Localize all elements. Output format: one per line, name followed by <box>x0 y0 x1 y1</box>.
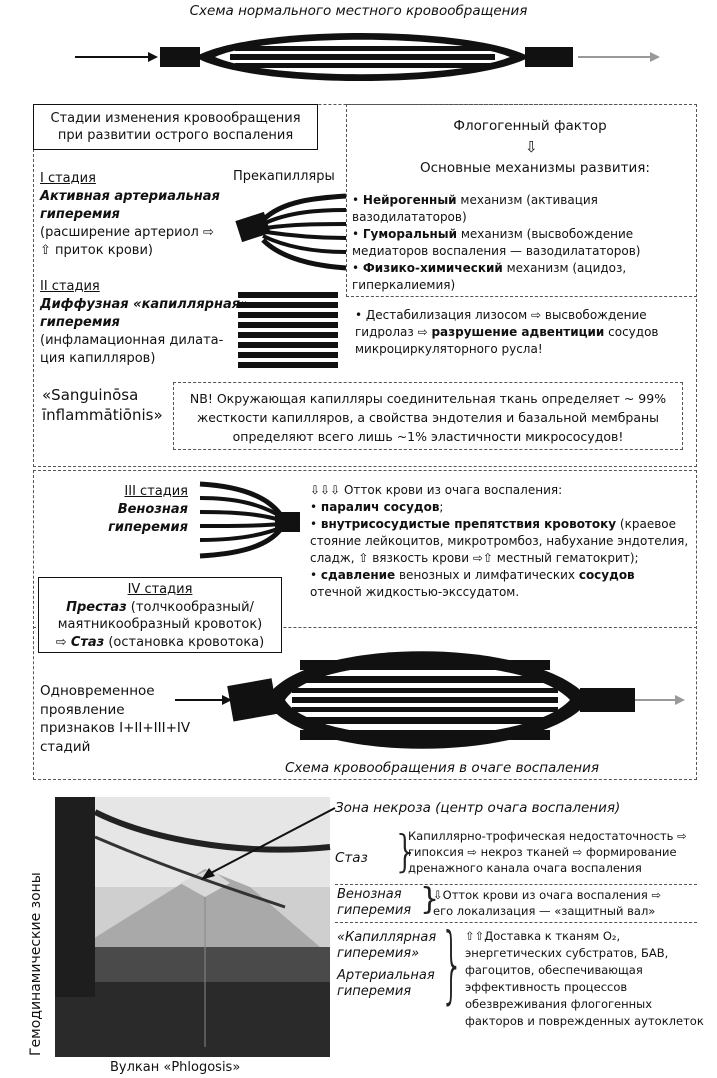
stages-title-line: при развитии острого воспаления <box>57 128 294 143</box>
volcano-photo <box>55 797 331 1057</box>
stage3-label: III стадия <box>124 484 188 499</box>
mechanism-item: Гуморальный механизм (высвобождение меди… <box>352 226 692 260</box>
capillary-bars-diagram <box>238 292 338 368</box>
stage3-block: III стадия Венозная гиперемия <box>100 483 188 537</box>
divider <box>33 627 697 628</box>
divider <box>335 922 697 923</box>
arterial-zone-label: Артериальная гиперемия <box>337 968 435 999</box>
precapillary-diagram <box>235 193 347 271</box>
brace-icon: } <box>420 882 440 917</box>
normal-circulation-title: Схема нормального местного кровообращени… <box>189 3 528 19</box>
latin-phrase: «Sanguinōsa īnflammātiōnis» <box>42 386 163 424</box>
venous-zone-label: Венозная гиперемия <box>337 887 412 918</box>
stage2-name: Диффузная «капиллярная» <box>40 297 249 312</box>
arterial-description: ⇧⇧Доставка к тканям O₂, энергетических с… <box>465 929 704 1028</box>
stage2-name: гиперемия <box>40 315 120 330</box>
venous-description: ⇩Отток крови из очага воспаления ⇨ его л… <box>433 888 662 918</box>
stage1-name: гиперемия <box>40 207 120 222</box>
phlogogenic-factor: Флогогенный фактор <box>453 118 607 134</box>
stage2-desc: (инфламационная дилата- <box>40 333 224 348</box>
necrosis-zone-label: Зона некроза (центр очага воспаления) <box>335 800 621 816</box>
inflamed-caption: Схема кровообращения в очаге воспаления <box>285 760 599 776</box>
outflow-item: внутрисосудистые препятствия кровотоку (… <box>310 516 690 567</box>
mechanisms-title: Основные механизмы развития: <box>420 160 650 176</box>
normal-vessel-diagram <box>75 33 660 81</box>
mechanism-item: Физико-химический механизм (ацидоз, гипе… <box>352 260 692 294</box>
stage4-line: Престаз (толчкообразный/ <box>66 599 254 615</box>
volcano-caption: Вулкан «Phlogosis» <box>110 1060 241 1075</box>
outflow-block: ⇩⇩⇩ Отток крови из очага воспаления: пар… <box>310 482 690 601</box>
stage4-line: маятникообразный кровоток) <box>57 617 263 632</box>
brace-icon: } <box>440 915 465 1013</box>
stage1-desc: (расширение артериол ⇨ <box>40 225 214 240</box>
stage1-desc: ⇧ приток крови) <box>40 243 153 258</box>
stage1-block: I стадия Активная артериальная гиперемия… <box>40 170 220 260</box>
venule-diagram <box>199 481 300 559</box>
stage1-name: Активная артериальная <box>40 189 220 204</box>
nb-line: жесткости капилляров, а свойства эндотел… <box>196 410 660 425</box>
stage3-name: Венозная <box>117 502 188 517</box>
divider <box>346 296 697 297</box>
nb-box: NB! Окружающая капилляры соединительная … <box>173 382 683 450</box>
pointer-arrow <box>201 807 336 880</box>
stage1-label: I стадия <box>40 171 96 186</box>
mechanism-item: Нейрогенный механизм (активация вазодила… <box>352 192 692 226</box>
precapillaries-label: Прекапилляры <box>233 169 335 184</box>
middle-dashed-frame <box>33 470 697 780</box>
stage2-block: II стадия Диффузная «капиллярная» гипере… <box>40 278 249 368</box>
stage3-name: гиперемия <box>108 520 188 535</box>
right-upper-dashed-box <box>346 104 697 297</box>
nb-line: определяют всего лишь ~1% эластичности м… <box>232 429 624 444</box>
stage4-box: IV стадия Престаз (толчкообразный/ маятн… <box>38 577 282 653</box>
hemodynamic-zones-label: Гемодинамические зоны <box>28 872 44 1056</box>
brace-icon: } <box>392 826 420 877</box>
stage4-line: ⇨ Стаз (остановка кровотока) <box>55 634 265 650</box>
stasis-label: Стаз <box>335 850 368 866</box>
nb-line: NB! Окружающая капилляры соединительная … <box>189 391 667 406</box>
stages-title-line: Стадии изменения кровообращения <box>50 111 301 126</box>
inflamed-vessel-diagram <box>175 651 685 749</box>
stage4-label: IV стадия <box>127 582 193 597</box>
arrow-down-icon: ⇩ <box>525 138 538 156</box>
divider <box>335 884 697 885</box>
simultaneous-block: Одновременное проявление признаков I+II+… <box>40 683 191 755</box>
stages-title-box: Стадии изменения кровообращения при разв… <box>33 104 318 150</box>
lysosome-text: Дестабилизация лизосом ⇨ высвобождение г… <box>355 307 690 358</box>
stasis-description: Капиллярно-трофическая недостаточность ⇨… <box>408 829 687 875</box>
mechanism-list: Нейрогенный механизм (активация вазодила… <box>352 192 692 294</box>
outflow-item: паралич сосудов; <box>310 499 690 516</box>
outflow-title: ⇩⇩⇩ Отток крови из очага воспаления: <box>310 483 563 497</box>
outflow-item: сдавление венозных и лимфатических сосуд… <box>310 567 690 601</box>
divider <box>346 104 347 297</box>
stage2-label: II стадия <box>40 279 100 294</box>
capillary-zone-label: «Капиллярная гиперемия» <box>337 930 437 961</box>
stage2-desc: ция капилляров) <box>40 351 156 366</box>
